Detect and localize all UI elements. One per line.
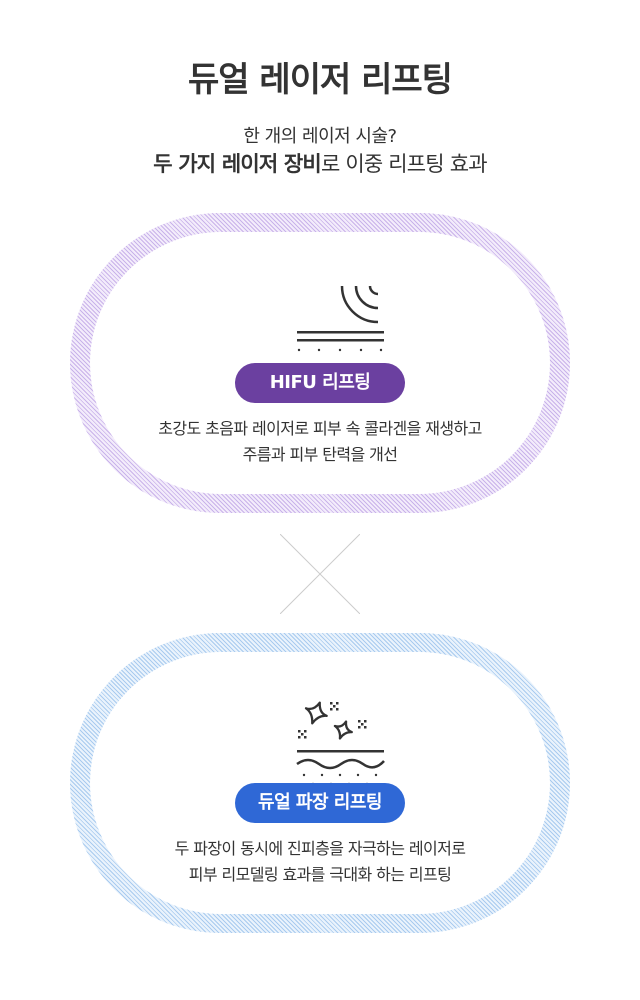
desc-line: 두 파장이 동시에 진피층을 자극하는 레이저로 [174,839,466,858]
desc-line: 피부 리모델링 효과를 극대화 하는 리프팅 [188,865,452,884]
page-title: 듀얼 레이저 리프팅 [188,60,453,100]
subtitle-question: 한 개의 레이저 시술? [243,126,397,147]
desc-line: 초강도 초음파 레이저로 피부 속 콜라겐을 재생하고 [158,419,482,438]
dual-wavelength-badge: 듀얼 파장 리프팅 [235,783,405,823]
cross-divider-icon [280,534,360,614]
subtitle-bold: 두 가지 레이저 장비 [153,152,322,176]
hifu-card: HIFU 리프팅 초강도 초음파 레이저로 피부 속 콜라겐을 재생하고 주름과… [70,213,570,513]
ultrasound-wave-icon [297,285,384,367]
hifu-lifting-badge: HIFU 리프팅 [235,363,405,403]
subtitle-main: 두 가지 레이저 장비로 이중 리프팅 효과 [0,148,640,178]
dual-wavelength-card: 듀얼 파장 리프팅 두 파장이 동시에 진피층을 자극하는 레이저로 피부 리모… [70,633,570,933]
sparkle-skin-icon [296,701,385,786]
desc-line: 주름과 피부 탄력을 개선 [242,445,398,464]
hifu-description: 초강도 초음파 레이저로 피부 속 콜라겐을 재생하고 주름과 피부 탄력을 개… [90,416,550,468]
subtitle-rest: 로 이중 리프팅 효과 [320,152,488,176]
dual-wavelength-description: 두 파장이 동시에 진피층을 자극하는 레이저로 피부 리모델링 효과를 극대화… [90,836,550,888]
